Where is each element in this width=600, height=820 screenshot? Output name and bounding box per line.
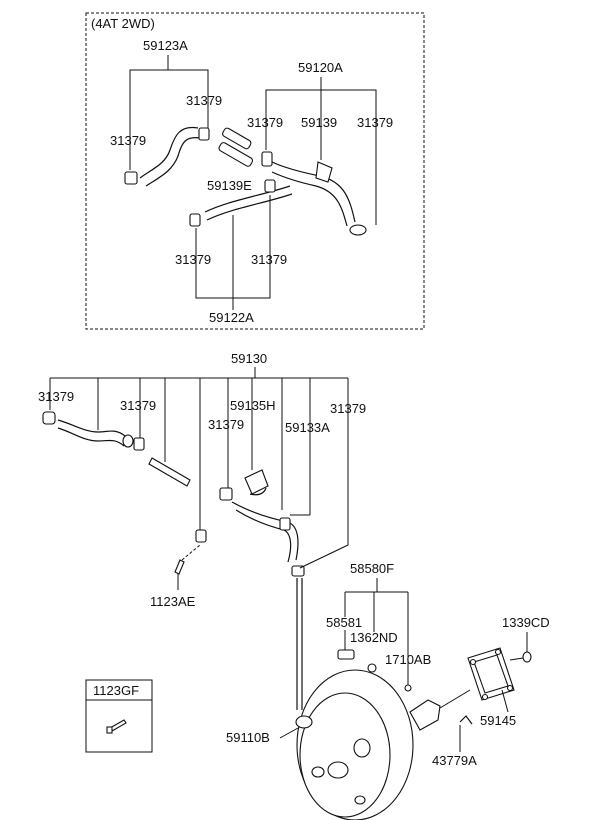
clamp-icon bbox=[124, 171, 138, 185]
label-31379-b: 31379 bbox=[110, 133, 146, 148]
check-valve-59139E-icon bbox=[218, 142, 254, 167]
label-1123AE: 1123AE bbox=[150, 594, 196, 609]
label-1339CD: 1339CD bbox=[502, 615, 550, 630]
leader-59123A bbox=[129, 69, 209, 170]
label-31379-h: 31379 bbox=[120, 398, 156, 413]
clamp-icon bbox=[279, 517, 291, 531]
clevis-pin-43779A-icon bbox=[459, 715, 473, 725]
clamp-icon bbox=[219, 487, 233, 501]
clamp-icon bbox=[189, 213, 201, 227]
label-59135H: 59135H bbox=[230, 398, 276, 413]
clamp-icon bbox=[198, 127, 210, 141]
label-59139E: 59139E bbox=[207, 178, 252, 193]
check-valve-port-icon bbox=[295, 715, 313, 729]
label-59110B: 59110B bbox=[226, 730, 270, 745]
label-31379-f: 31379 bbox=[251, 252, 287, 267]
fitting-59135H-icon bbox=[244, 469, 269, 495]
label-43779A: 43779A bbox=[432, 753, 477, 768]
clamp-icon bbox=[291, 565, 305, 577]
variant-box-4at-2wd bbox=[85, 12, 425, 330]
pin-1362ND-icon bbox=[367, 663, 377, 673]
label-59133A: 59133A bbox=[285, 420, 330, 435]
seal-58581-icon bbox=[337, 649, 355, 660]
clamp-icon bbox=[264, 179, 276, 193]
clamp-icon bbox=[42, 411, 56, 425]
clamp-icon bbox=[349, 224, 367, 236]
hose-59133A bbox=[231, 501, 299, 561]
tee-fitting-59139-icon bbox=[315, 161, 333, 183]
booster-flange-icon bbox=[409, 699, 441, 731]
label-59122A: 59122A bbox=[209, 310, 254, 325]
washer-1710AB-icon bbox=[404, 684, 412, 692]
label-59120A: 59120A bbox=[298, 60, 343, 75]
check-valve-upper-icon bbox=[222, 127, 252, 150]
hose-59122A bbox=[204, 185, 291, 213]
label-31379-c: 31379 bbox=[247, 115, 283, 130]
clamp-icon bbox=[261, 151, 273, 167]
hose-59130-short bbox=[57, 419, 126, 437]
pipe-icon bbox=[148, 457, 191, 487]
legend-box-1123GF bbox=[85, 679, 153, 753]
label-58581: 58581 bbox=[326, 615, 362, 630]
label-59139: 59139 bbox=[301, 115, 337, 130]
clamp-icon bbox=[133, 437, 145, 451]
nut-1339CD-icon bbox=[522, 651, 532, 663]
label-31379-g: 31379 bbox=[38, 389, 74, 404]
label-1362ND: 1362ND bbox=[350, 630, 398, 645]
label-31379-i: 31379 bbox=[208, 417, 244, 432]
hose-59123A bbox=[139, 126, 199, 179]
variant-title: (4AT 2WD) bbox=[91, 16, 155, 31]
bolt-icon bbox=[174, 559, 185, 575]
clamp-icon bbox=[195, 529, 207, 543]
label-1710AB: 1710AB bbox=[385, 652, 431, 667]
legend-title-1123GF: 1123GF bbox=[93, 683, 139, 698]
label-31379-a: 31379 bbox=[186, 93, 222, 108]
label-58580F: 58580F bbox=[350, 561, 394, 576]
label-31379-e: 31379 bbox=[175, 252, 211, 267]
label-31379-d: 31379 bbox=[357, 115, 393, 130]
label-59123A: 59123A bbox=[143, 38, 188, 53]
label-59130: 59130 bbox=[231, 351, 267, 366]
label-59145: 59145 bbox=[480, 713, 516, 728]
